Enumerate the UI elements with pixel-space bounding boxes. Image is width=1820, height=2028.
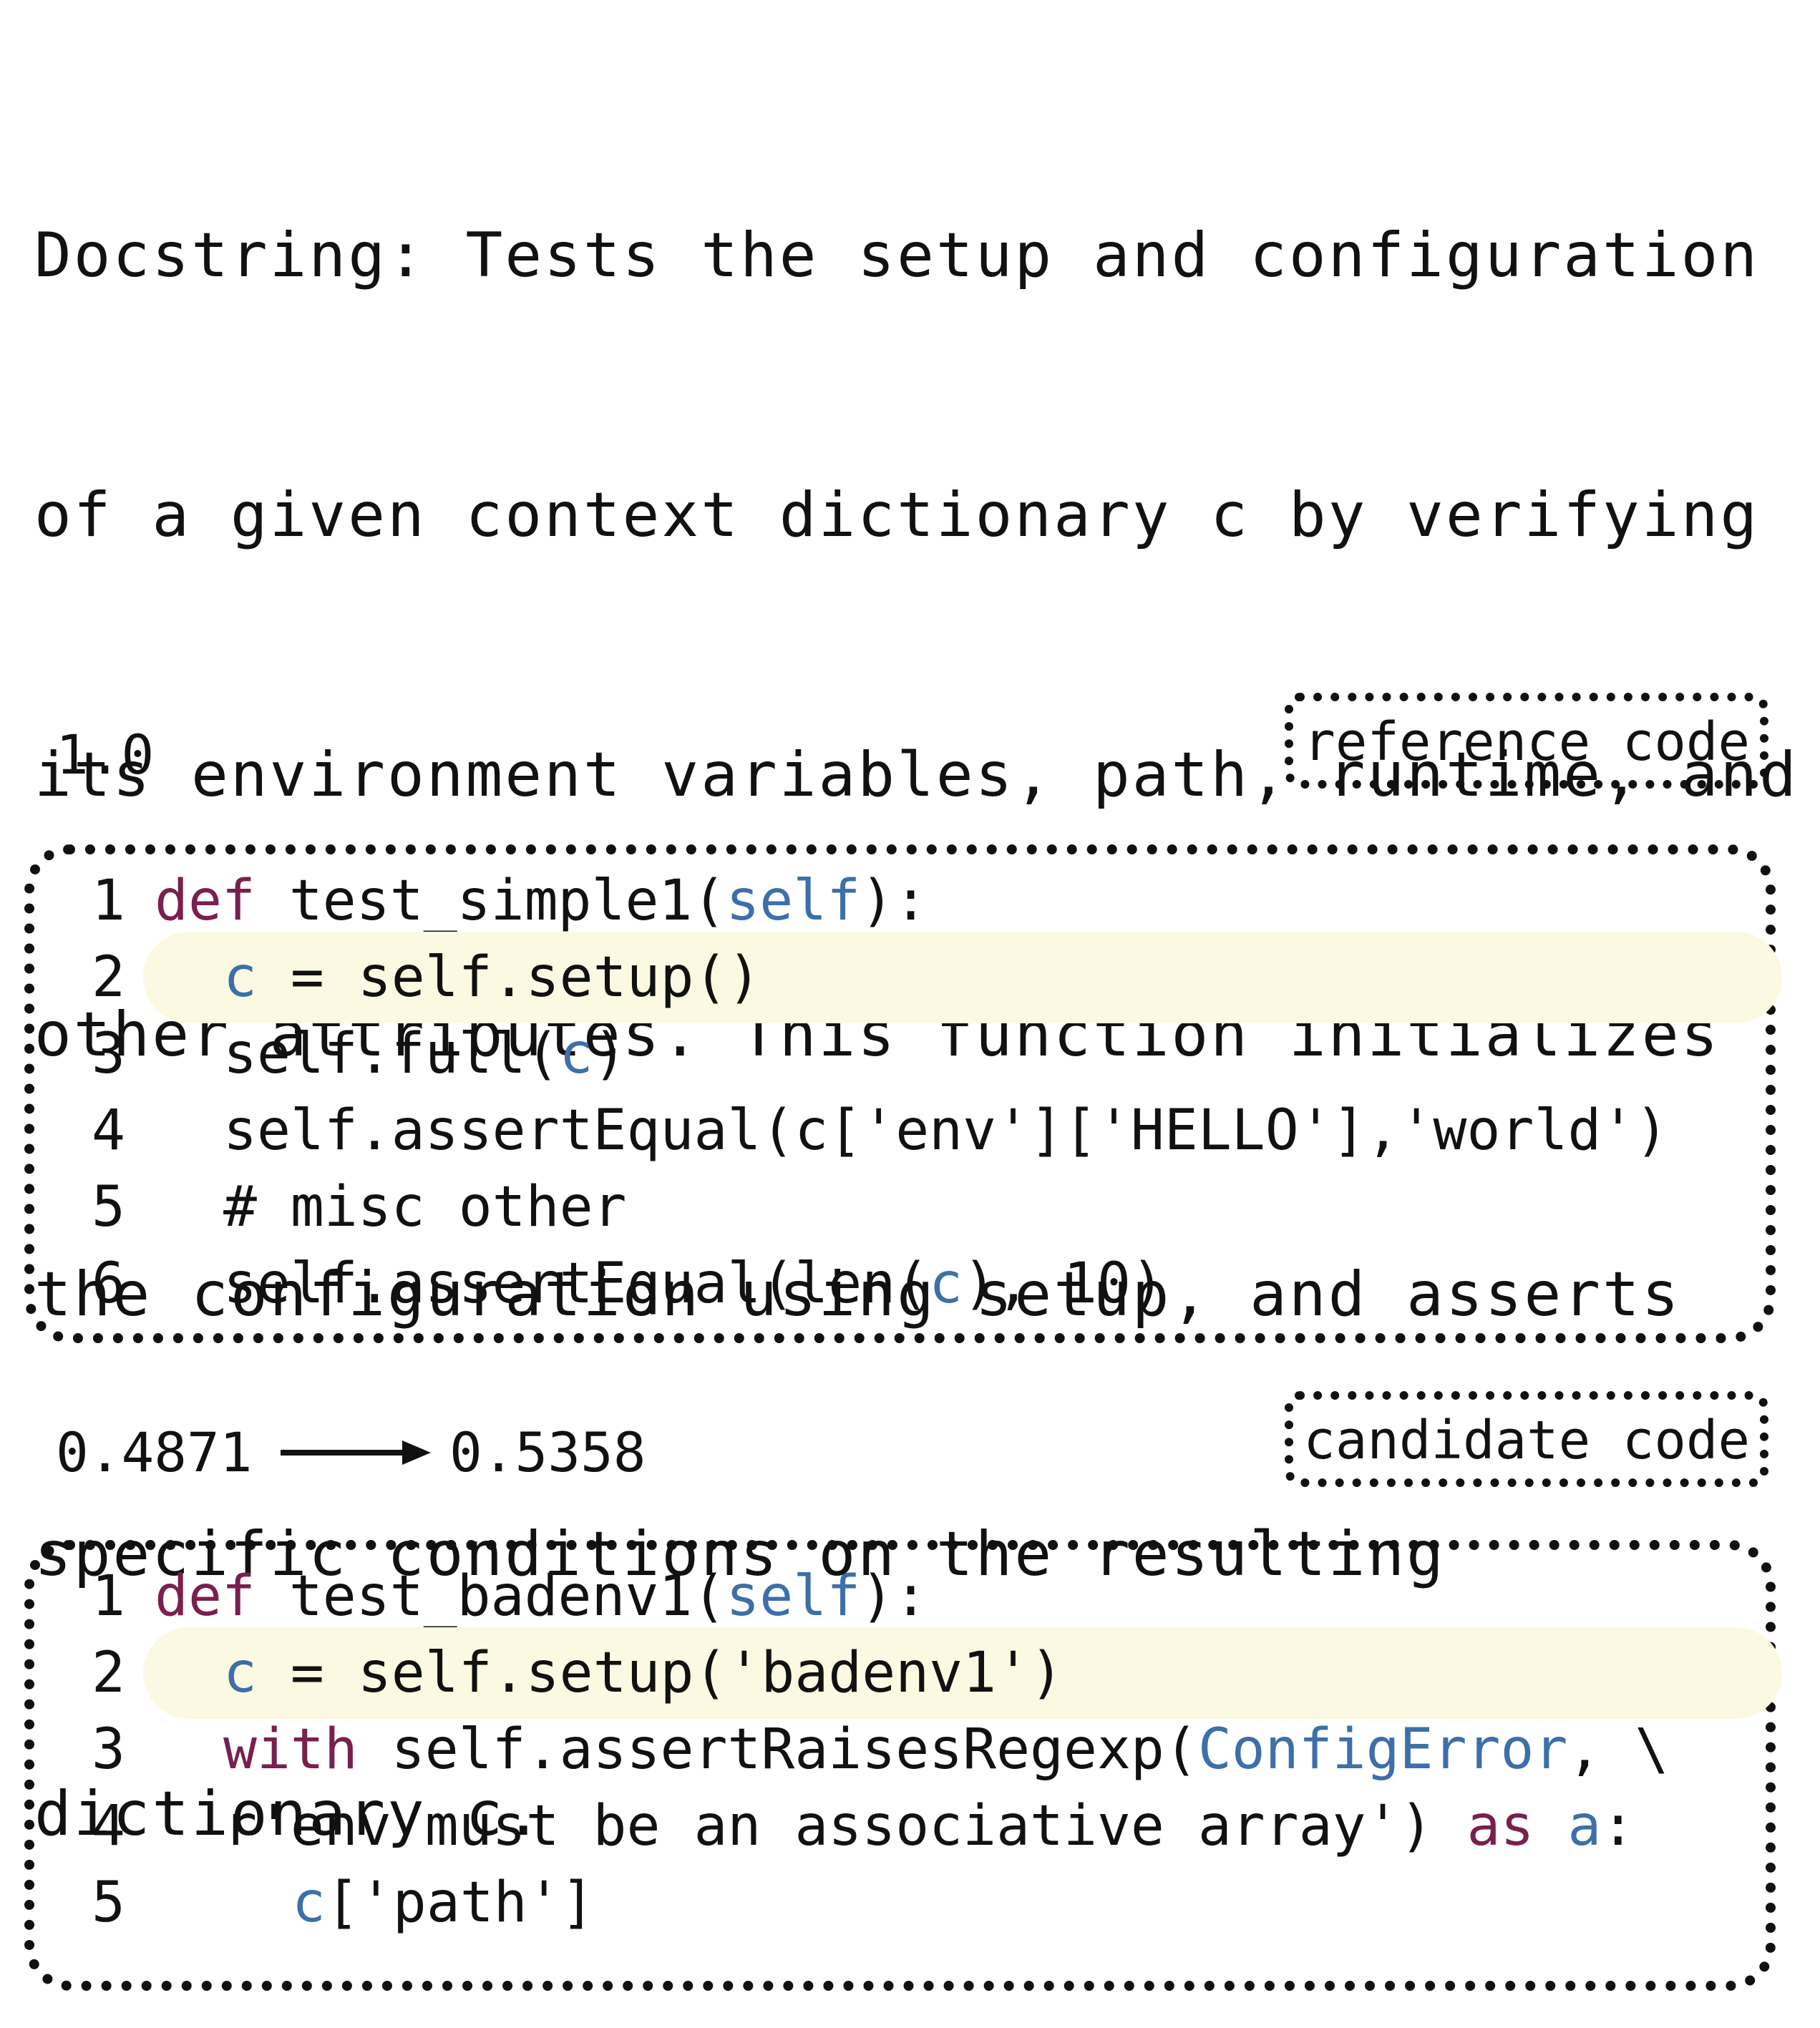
reference-line: 2 c = self.setup() bbox=[34, 940, 1766, 1015]
docstring-line: dictionary c. bbox=[34, 1778, 545, 1850]
candidate-code-tag: candidate code bbox=[1285, 1391, 1768, 1487]
line-number: 5 bbox=[92, 1871, 125, 1935]
code-text: c['path'] bbox=[292, 1865, 595, 1941]
code-identifier: ConfigError bbox=[1197, 1717, 1568, 1782]
reference-line: 6 self.assertEqual(len(c), 10) bbox=[34, 1246, 1766, 1322]
line-number: 5 bbox=[92, 1175, 125, 1239]
code-text: self.full(c) bbox=[223, 1016, 627, 1092]
line-number: 3 bbox=[92, 1022, 125, 1086]
code-identifier: c bbox=[929, 1252, 963, 1316]
code-text: self.assertEqual(len(c), 10) bbox=[223, 1246, 1164, 1322]
code-text: with self.assertRaisesRegexp(ConfigError… bbox=[223, 1712, 1668, 1788]
docstring-line: its environment variables, path, runtime… bbox=[34, 739, 1799, 811]
docstring-line: the configuration using setup, and asser… bbox=[34, 1259, 1681, 1330]
candidate-code-box: 1 def test_badenv1(self): 2 c = self.setup(… bbox=[24, 1540, 1782, 1991]
line-number: 4 bbox=[92, 1098, 125, 1163]
candidate-line: 5 c['path'] bbox=[34, 1865, 1766, 1941]
code-identifier: a bbox=[1567, 1794, 1602, 1858]
code-token: , \ bbox=[1567, 1717, 1669, 1782]
code-token: ['path'] bbox=[325, 1871, 595, 1935]
arrow-right-icon bbox=[281, 1440, 431, 1465]
code-token: # misc other bbox=[223, 1175, 627, 1239]
docstring-line: of a given context dictionary c by verif… bbox=[34, 479, 1760, 551]
candidate-line: 4 r'env must be an associative array') as… bbox=[34, 1788, 1766, 1864]
line-number: 2 bbox=[92, 1641, 125, 1705]
code-keyword: as bbox=[1466, 1794, 1534, 1858]
code-token: ) bbox=[593, 1022, 627, 1086]
code-text: r'env must be an associative array') as … bbox=[223, 1788, 1635, 1864]
candidate-line: 1 def test_badenv1(self): bbox=[34, 1559, 1766, 1634]
code-token: self.full( bbox=[223, 1022, 560, 1086]
code-token: = self.setup() bbox=[256, 945, 761, 1010]
reference-code-box: 1 def test_simple1(self): 2 c = self.setup(… bbox=[24, 844, 1782, 1343]
reference-line: 1 def test_simple1(self): bbox=[34, 863, 1766, 939]
docstring-line: specific conditions on the resulting bbox=[34, 1518, 1446, 1590]
candidate-highlight bbox=[143, 1627, 1782, 1719]
code-keyword: def bbox=[155, 869, 256, 933]
code-text: c = self.setup('badenv1') bbox=[223, 1635, 1064, 1711]
code-text: c = self.setup() bbox=[223, 940, 761, 1015]
line-number: 1 bbox=[92, 869, 125, 933]
code-keyword: def bbox=[155, 1564, 256, 1629]
candidate-score-after: 0.5358 bbox=[449, 1420, 646, 1484]
code-token: ): bbox=[860, 869, 928, 933]
code-identifier: c bbox=[223, 1641, 257, 1705]
code-text: def test_simple1(self): bbox=[155, 863, 928, 939]
line-number: 4 bbox=[92, 1794, 125, 1858]
line-number: 1 bbox=[92, 1564, 125, 1629]
code-token: self.assertRaisesRegexp( bbox=[357, 1717, 1198, 1782]
candidate-score-before: 0.4871 bbox=[56, 1420, 253, 1484]
code-identifier: self bbox=[726, 1564, 861, 1629]
reference-score: 1.0 bbox=[56, 723, 155, 786]
code-token: : bbox=[1601, 1794, 1635, 1858]
code-identifier: c bbox=[559, 1022, 593, 1086]
code-token: self.assertEqual(c['env']['HELLO'],'worl… bbox=[223, 1098, 1669, 1163]
reference-line: 5 # misc other bbox=[34, 1169, 1766, 1245]
reference-line: 3 self.full(c) bbox=[34, 1016, 1766, 1092]
candidate-line: 3 with self.assertRaisesRegexp(ConfigErro… bbox=[34, 1712, 1766, 1788]
code-token: test_simple1( bbox=[255, 869, 726, 933]
code-token bbox=[1534, 1794, 1567, 1858]
docstring: Docstring: Tests the setup and configura… bbox=[34, 39, 1799, 1944]
code-text: self.assertEqual(c['env']['HELLO'],'worl… bbox=[223, 1093, 1668, 1169]
code-text: def test_badenv1(self): bbox=[155, 1559, 928, 1634]
code-token: self.assertEqual(len( bbox=[223, 1252, 930, 1316]
line-number: 6 bbox=[92, 1252, 125, 1316]
code-identifier: c bbox=[292, 1871, 326, 1935]
code-token: test_badenv1( bbox=[255, 1564, 726, 1629]
code-token: ): bbox=[860, 1564, 928, 1629]
code-text: # misc other bbox=[223, 1169, 627, 1245]
reference-highlight bbox=[143, 932, 1782, 1023]
code-keyword: with bbox=[223, 1717, 358, 1782]
candidate-line: 2 c = self.setup('badenv1') bbox=[34, 1635, 1766, 1711]
code-token: = self.setup('badenv1') bbox=[256, 1641, 1064, 1705]
line-number: 2 bbox=[92, 945, 125, 1010]
code-identifier: c bbox=[223, 945, 257, 1010]
reference-line: 4 self.assertEqual(c['env']['HELLO'],'wor… bbox=[34, 1093, 1766, 1169]
docstring-line: Docstring: Tests the setup and configura… bbox=[34, 220, 1760, 291]
code-token: r'env must be an associative array') bbox=[223, 1794, 1467, 1858]
code-token: ), 10) bbox=[963, 1252, 1164, 1316]
code-identifier: self bbox=[726, 869, 861, 933]
reference-code-tag: reference code bbox=[1285, 693, 1768, 789]
line-number: 3 bbox=[92, 1717, 125, 1782]
